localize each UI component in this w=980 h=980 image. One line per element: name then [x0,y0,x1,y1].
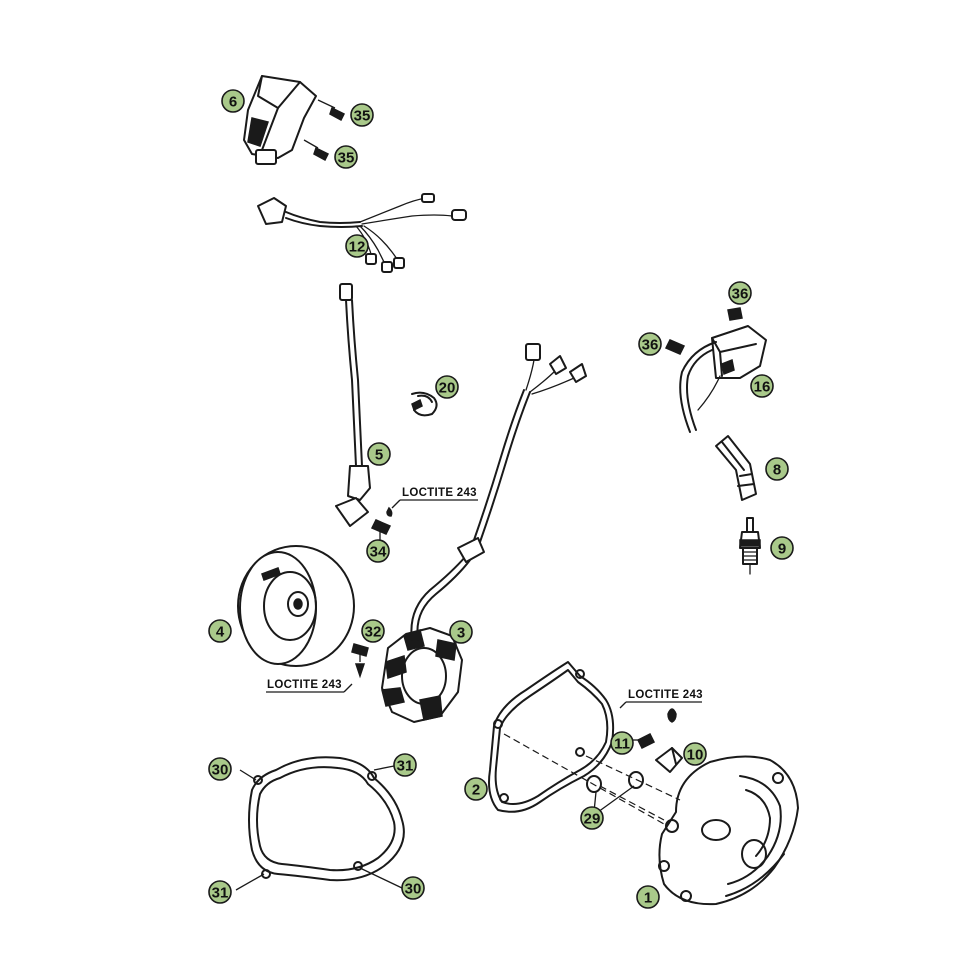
note-loctite-top: LOCTITE 243 [386,487,478,517]
svg-text:6: 6 [229,94,237,111]
callout-2: 2 [464,777,488,801]
part-flywheel [237,545,355,667]
note-loctite-right: LOCTITE 243 [619,689,703,709]
svg-text:16: 16 [754,379,771,396]
part-cable [335,283,371,527]
svg-text:20: 20 [439,380,456,397]
note-loctite-mid-text: LOCTITE 243 [267,679,342,691]
callout-11: 11 [610,731,634,755]
part-screw-34 [370,519,392,540]
svg-text:1: 1 [644,890,652,907]
part-stator [381,343,587,723]
callout-5: 5 [367,442,391,466]
svg-text:30: 30 [212,762,229,779]
svg-text:36: 36 [732,286,749,303]
part-spark-plug [739,517,761,575]
callout-20: 20 [435,375,459,399]
callout-leaders [235,739,640,891]
svg-text:35: 35 [338,150,355,167]
callout-32: 32 [361,619,385,643]
svg-text:9: 9 [778,541,786,558]
callout-9: 9 [770,536,794,560]
callout-30-bottom: 30 [401,876,425,900]
svg-text:29: 29 [584,811,601,828]
callout-12: 12 [345,234,369,258]
assembly-lines [503,733,681,825]
callout-30-top: 30 [208,757,232,781]
callout-1: 1 [636,885,660,909]
callout-35-top: 35 [350,103,374,127]
part-spark-plug-cap [715,435,757,501]
svg-text:32: 32 [365,624,382,641]
callout-36-left: 36 [638,332,662,356]
callout-16: 16 [750,374,774,398]
svg-text:11: 11 [614,736,630,753]
callout-36-top: 36 [728,281,752,305]
callout-8: 8 [765,457,789,481]
svg-text:34: 34 [370,544,387,561]
part-dowel-29 [586,771,644,793]
svg-text:31: 31 [212,885,229,902]
callout-3: 3 [449,620,473,644]
note-loctite-top-text: LOCTITE 243 [402,487,477,499]
part-screw-36-top [727,307,743,321]
callout-35-bottom: 35 [334,145,358,169]
svg-text:36: 36 [642,337,659,354]
part-wiring-harness [257,193,467,273]
callout-34: 34 [366,539,390,563]
part-screw-36-left [664,339,686,355]
callout-29: 29 [580,806,604,830]
part-cable-tie [411,391,438,417]
callout-31-bottom: 31 [208,880,232,904]
svg-text:2: 2 [472,782,480,799]
svg-text:35: 35 [354,108,371,125]
svg-text:4: 4 [216,624,225,641]
svg-text:8: 8 [773,462,781,479]
part-base-gasket [248,756,405,882]
note-loctite-mid: LOCTITE 243 [266,679,353,693]
part-voltage-regulator [243,75,317,165]
part-screw-32 [351,643,369,679]
callout-10: 10 [683,742,707,766]
part-ignition-coil [679,325,767,433]
part-cover-gasket [488,661,615,813]
svg-text:3: 3 [457,625,465,642]
note-loctite-right-text: LOCTITE 243 [628,689,703,701]
part-ignition-cover [658,755,799,906]
part-screw-35-top [317,99,346,122]
callout-31-top: 31 [393,753,417,777]
callout-6: 6 [221,89,245,113]
part-screw-11 [636,708,677,750]
part-cover-plug-10 [655,747,683,773]
svg-text:30: 30 [405,881,422,898]
svg-text:10: 10 [687,747,704,764]
callout-4: 4 [208,619,232,643]
svg-text:31: 31 [397,758,414,775]
svg-text:5: 5 [375,447,383,464]
part-screw-35-bottom [303,139,330,162]
svg-text:12: 12 [349,239,366,256]
